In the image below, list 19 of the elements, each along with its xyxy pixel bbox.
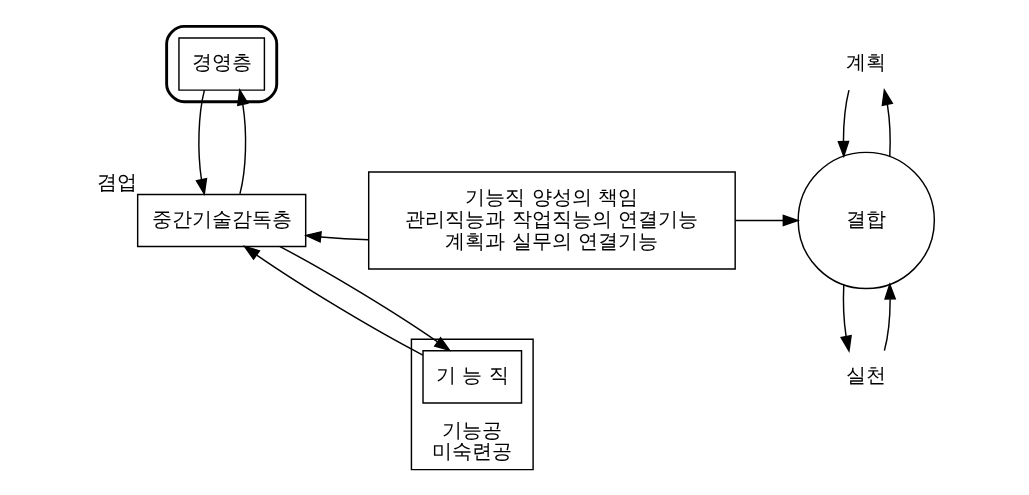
node-box: 중간기술감독층 [136, 193, 306, 247]
node-box: 기능직 양성의 책임 관리직능과 작업직능의 연결기능 계획과 실무의 연결기능 [367, 170, 736, 270]
arrow [194, 88, 207, 196]
node-box: 기 능 직 [421, 349, 522, 404]
node-circle: 결합 [796, 151, 935, 289]
arrow [839, 283, 852, 353]
arrow [881, 87, 893, 157]
node-text: 계획 [845, 49, 886, 74]
arrow [734, 213, 800, 227]
arrow [236, 87, 249, 195]
node-box: 경영층 [177, 36, 265, 91]
arrow [278, 245, 451, 352]
arrow [303, 230, 369, 243]
node-label: 겸업 [96, 169, 137, 194]
arrow [836, 88, 850, 158]
arrow [242, 244, 424, 356]
arrow [883, 281, 896, 351]
cluster [164, 24, 278, 103]
node-text: 실천 [845, 362, 886, 387]
